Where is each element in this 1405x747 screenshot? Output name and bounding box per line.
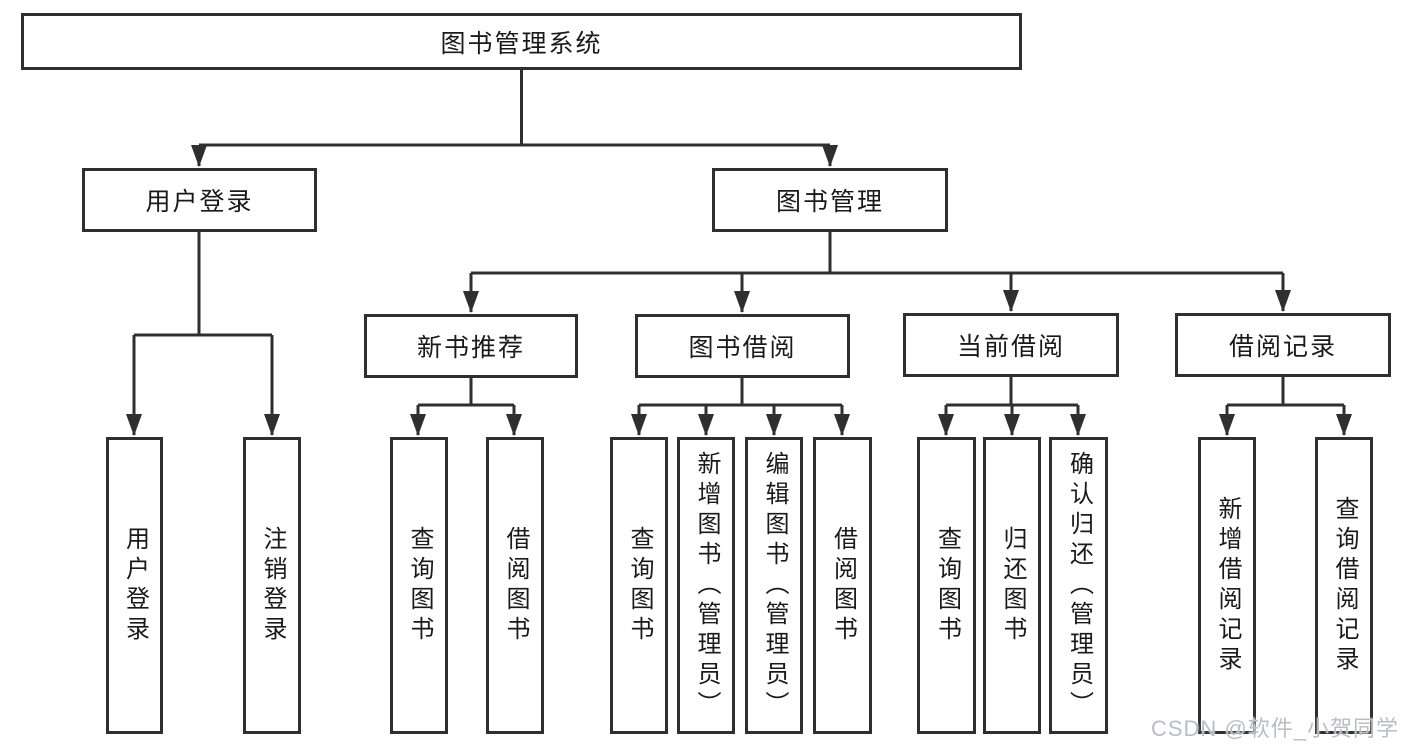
leaf-add-borrow-record: 新增借阅记录 — [1198, 437, 1256, 734]
leaf-return-book: 归还图书 — [983, 437, 1041, 734]
tree-edges — [126, 70, 1352, 436]
leaf-query-books-current: 查询图书 — [917, 437, 976, 734]
node-borrow-records: 借阅记录 — [1175, 313, 1391, 377]
leaf-add-book-admin: 新增图书（管理员） — [677, 437, 735, 734]
leaf-borrow-books: 借阅图书 — [813, 437, 872, 734]
node-library-system: 图书管理系统 — [21, 13, 1022, 70]
leaf-confirm-return-admin: 确认归还（管理员） — [1049, 437, 1108, 734]
node-book-management: 图书管理 — [712, 168, 948, 232]
node-new-book-recommend: 新书推荐 — [364, 314, 578, 378]
leaf-query-books-recommend: 查询图书 — [390, 437, 448, 734]
leaf-logout-login: 注销登录 — [243, 437, 301, 734]
node-current-borrow: 当前借阅 — [903, 313, 1119, 377]
leaf-query-books-borrow: 查询图书 — [610, 437, 668, 734]
node-user-login: 用户登录 — [82, 168, 317, 232]
leaf-user-login: 用户登录 — [106, 437, 163, 734]
leaf-borrow-books-recommend: 借阅图书 — [486, 437, 544, 734]
node-book-borrow: 图书借阅 — [635, 314, 850, 378]
leaf-edit-book-admin: 编辑图书（管理员） — [745, 437, 803, 734]
csdn-watermark: CSDN @软件_小贺同学 — [1150, 716, 1399, 741]
leaf-query-borrow-record: 查询借阅记录 — [1315, 437, 1373, 734]
